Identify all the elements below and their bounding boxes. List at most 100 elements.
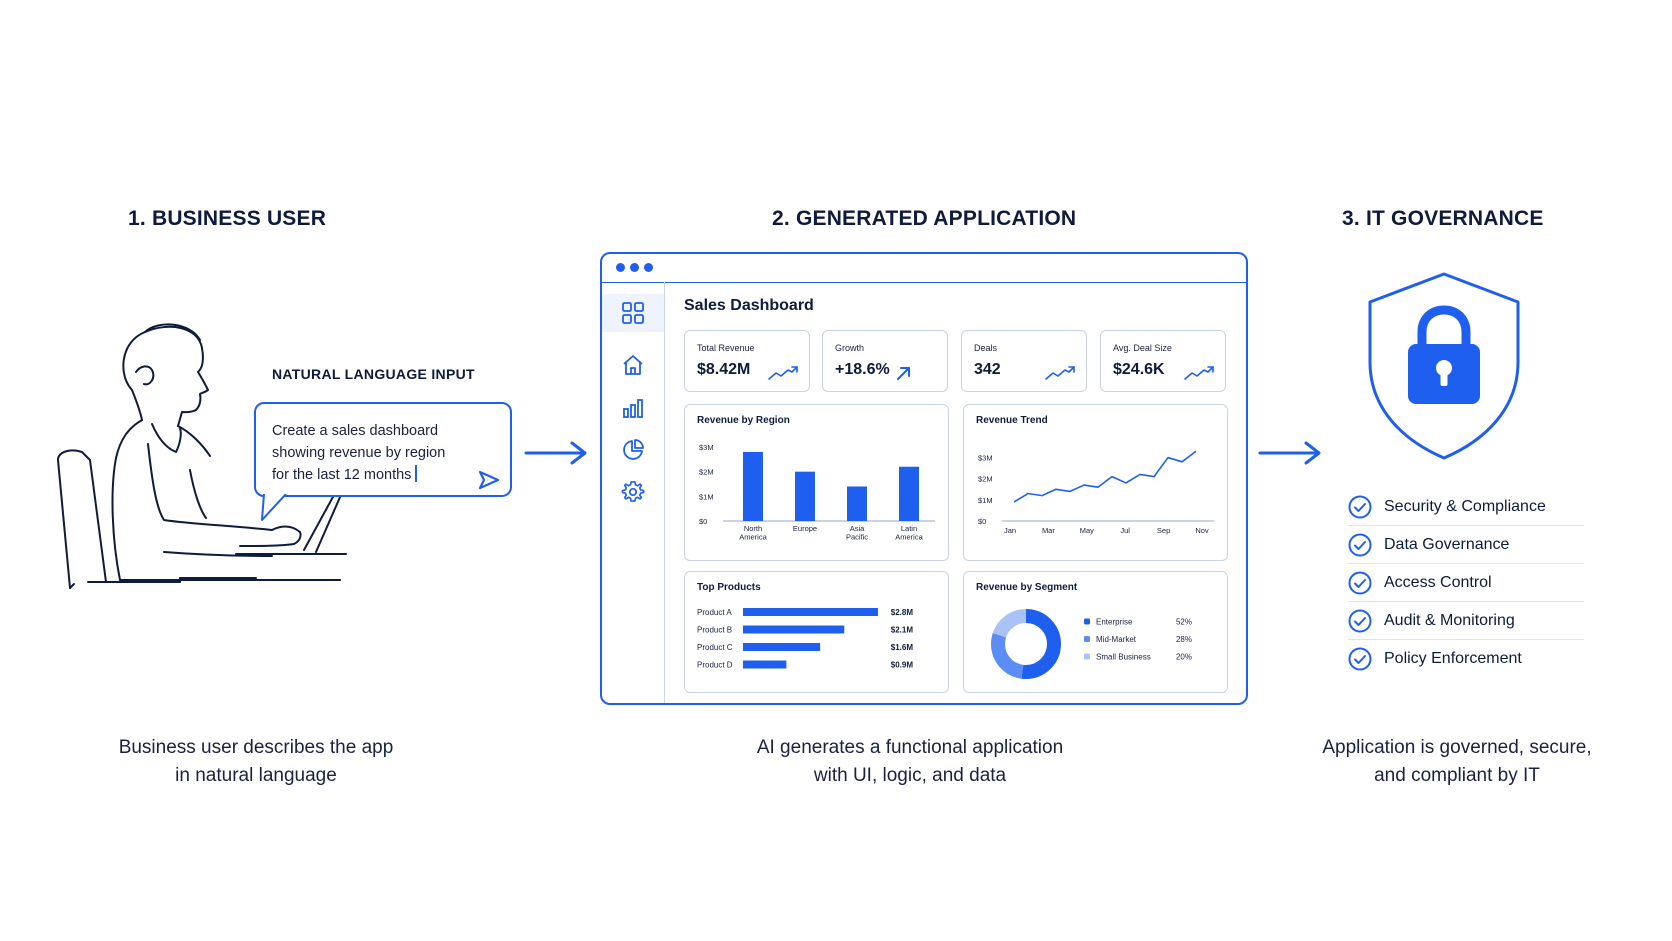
trend-line-icon xyxy=(768,366,798,380)
y-tick-label: $3M xyxy=(978,454,993,463)
kpi-label: Total Revenue xyxy=(697,343,755,353)
caption-line: and compliant by IT xyxy=(1374,765,1540,786)
send-icon[interactable] xyxy=(478,470,500,490)
product-label: Product D xyxy=(697,661,733,670)
y-tick-label: $0 xyxy=(699,517,707,526)
x-tick-label: Asia xyxy=(850,524,865,533)
chart-title: Revenue Trend xyxy=(976,415,1048,426)
window-titlebar xyxy=(602,254,1246,283)
caption-line: with UI, logic, and data xyxy=(813,765,1007,786)
x-tick-label: America xyxy=(739,533,767,542)
kpi-value: +18.6% xyxy=(835,361,890,378)
y-tick-label: $3M xyxy=(699,443,714,452)
sidebar-item-analytics[interactable] xyxy=(616,433,650,467)
y-tick-label: $1M xyxy=(978,496,993,505)
chart-title: Revenue by Region xyxy=(697,415,790,426)
legend-value: 20% xyxy=(1176,653,1192,662)
legend-label: Mid-Market xyxy=(1096,635,1137,644)
window-dot xyxy=(644,263,653,272)
input-label: NATURAL LANGUAGE INPUT xyxy=(272,366,475,382)
generated-app-window: Sales Dashboard Total Revenue $8.42M Gro… xyxy=(600,252,1248,705)
legend-swatch xyxy=(1084,618,1090,625)
step-1-caption: Business user describes the app in natur… xyxy=(106,734,406,790)
kpi-card-avg-deal-size[interactable]: Avg. Deal Size $24.6K xyxy=(1100,330,1226,392)
sidebar-item-home[interactable] xyxy=(616,348,650,382)
prompt-line-2: showing revenue by region xyxy=(272,445,446,461)
governance-item-label: Audit & Monitoring xyxy=(1384,611,1515,629)
pie-slice xyxy=(991,609,1061,679)
prompt-bubble[interactable]: Create a sales dashboard showing revenue… xyxy=(254,402,512,497)
window-dot xyxy=(616,263,625,272)
home-icon xyxy=(623,355,643,375)
legend-value: 52% xyxy=(1176,618,1192,627)
bar xyxy=(743,660,787,669)
sidebar xyxy=(602,282,665,703)
pie-slice xyxy=(991,609,1061,679)
check-circle-icon xyxy=(1348,571,1372,594)
governance-item-label: Policy Enforcement xyxy=(1384,649,1522,667)
kpi-card-deals[interactable]: Deals 342 xyxy=(961,330,1087,392)
governance-item: Access Control xyxy=(1348,564,1584,602)
arrow-up-right-icon xyxy=(897,367,910,380)
step-3-title: 3. IT GOVERNANCE xyxy=(1342,207,1544,230)
caption-line: Application is governed, secure, xyxy=(1322,737,1592,758)
product-label: Product A xyxy=(697,608,732,617)
bar-value-label: $2.1M xyxy=(891,626,914,635)
legend-label: Small Business xyxy=(1096,653,1151,662)
bar xyxy=(743,625,845,634)
governance-item: Security & Compliance xyxy=(1348,488,1584,526)
x-tick-label: Pacific xyxy=(846,533,868,542)
arrow-right-icon xyxy=(1258,441,1321,465)
governance-item-label: Data Governance xyxy=(1384,535,1510,553)
legend-swatch xyxy=(1084,636,1090,642)
kpi-value: $24.6K xyxy=(1113,361,1165,378)
x-tick-label: Europe xyxy=(793,524,817,533)
x-tick-label: Mar xyxy=(1042,526,1055,535)
kpi-card-growth[interactable]: Growth +18.6% xyxy=(822,330,948,392)
trend-line-icon xyxy=(1184,366,1214,380)
prompt-line-1: Create a sales dashboard xyxy=(272,423,439,439)
kpi-value: $8.42M xyxy=(697,361,751,378)
bar-chart-icon xyxy=(623,399,643,418)
product-label: Product C xyxy=(697,643,733,652)
shield-lock-icon xyxy=(1368,272,1520,460)
arrow-right-icon xyxy=(524,441,587,465)
check-circle-icon xyxy=(1348,495,1372,518)
window-dot xyxy=(630,263,639,272)
gear-icon xyxy=(621,481,645,502)
legend-label: Enterprise xyxy=(1096,618,1133,627)
governance-item: Data Governance xyxy=(1348,526,1584,564)
sidebar-item-dashboard[interactable] xyxy=(602,294,664,332)
step-1-title: 1. BUSINESS USER xyxy=(128,207,327,230)
prompt-line-3-wrap: for the last 12 months xyxy=(272,464,418,486)
bar-value-label: $1.6M xyxy=(891,643,914,652)
grid-icon xyxy=(622,302,644,324)
kpi-card-total-revenue[interactable]: Total Revenue $8.42M xyxy=(684,330,810,392)
y-tick-label: $2M xyxy=(978,475,993,484)
check-circle-icon xyxy=(1348,609,1372,632)
caption-line: in natural language xyxy=(175,765,337,786)
sidebar-item-settings[interactable] xyxy=(616,475,650,509)
x-tick-label: America xyxy=(895,533,923,542)
legend-swatch xyxy=(1084,653,1090,660)
caption-line: Business user describes the app xyxy=(118,737,394,758)
kpi-label: Growth xyxy=(835,343,865,353)
dashboard-title: Sales Dashboard xyxy=(684,297,814,314)
series-line xyxy=(1013,450,1197,503)
y-tick-label: $1M xyxy=(699,492,714,501)
y-tick-label: $0 xyxy=(978,517,986,526)
bar-value-label: $0.9M xyxy=(891,661,914,670)
x-tick-label: May xyxy=(1080,526,1094,535)
governance-checklist: Security & Compliance Data Governance Ac… xyxy=(1348,488,1584,677)
bubble-tail xyxy=(261,494,287,521)
bar xyxy=(899,466,919,521)
bar xyxy=(743,643,821,651)
x-tick-label: Sep xyxy=(1157,526,1170,535)
step-2-caption: AI generates a functional application wi… xyxy=(730,734,1090,790)
sidebar-item-reports[interactable] xyxy=(616,391,650,425)
